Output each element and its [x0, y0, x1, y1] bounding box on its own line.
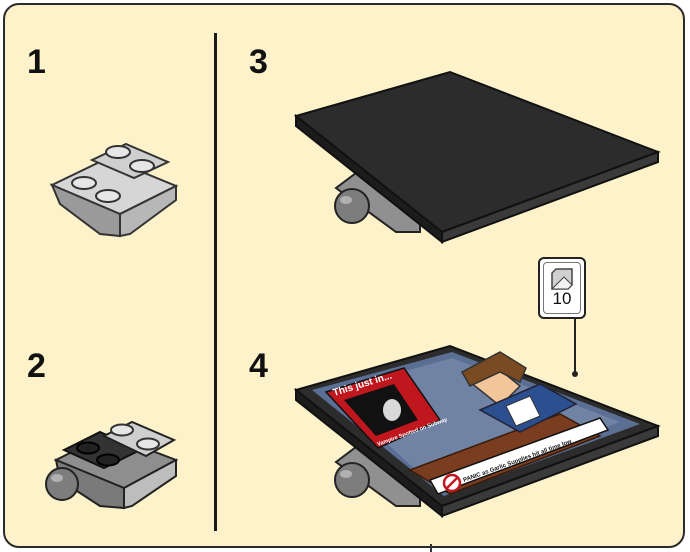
part-quantity: 10	[544, 289, 580, 309]
slope-with-plate-and-ball	[46, 422, 176, 508]
callout-inner-frame: 10	[543, 262, 581, 314]
parts-callout: 10	[538, 257, 586, 319]
black-plate-assembly	[296, 72, 658, 242]
tile-part-icon	[550, 267, 574, 291]
printed-tile-assembly	[296, 319, 658, 516]
inverted-slope-brick	[52, 144, 176, 236]
page-edge-mark	[430, 544, 432, 552]
